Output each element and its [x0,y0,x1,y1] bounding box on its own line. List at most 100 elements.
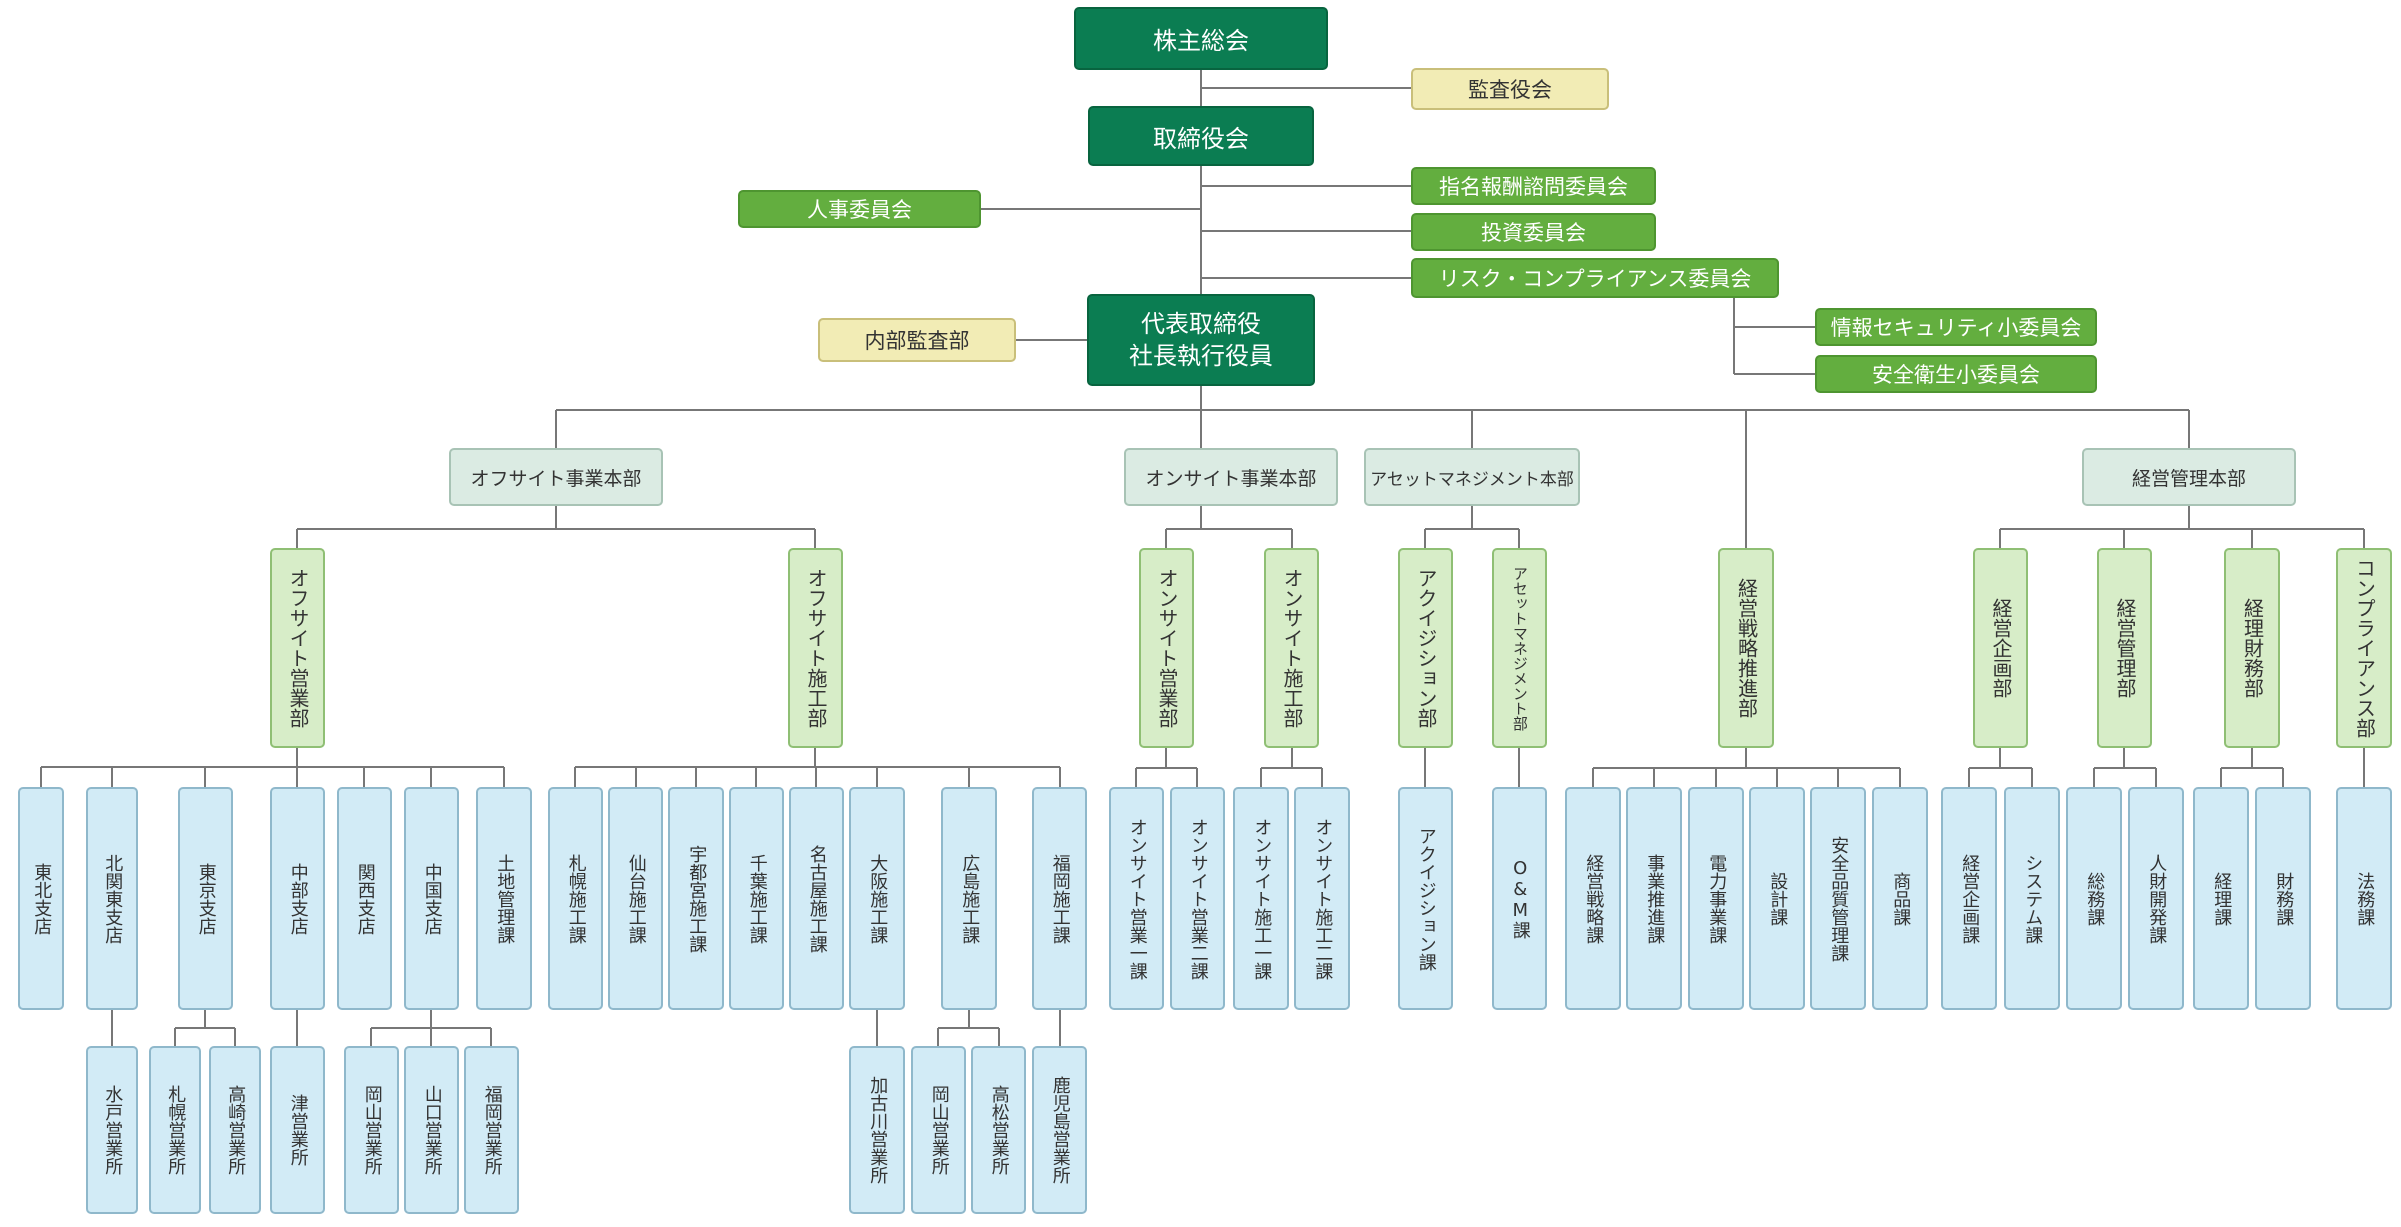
node-label: 水戸営業所 [102,1085,124,1175]
node-label: オフサイト事業本部 [470,467,642,490]
unit-finance-section: 財務課 [2255,787,2311,1010]
dept-offsite-sales: オフサイト営業部 [270,548,325,748]
node-label: 投資委員会 [1481,221,1586,245]
node-label: アクイジション課 [1415,826,1437,971]
node-label: 財務課 [2273,871,2295,926]
node-label: 高崎営業所 [225,1085,247,1175]
node-investment-committee: 投資委員会 [1411,213,1656,251]
node-label: 名古屋施工課 [806,844,828,953]
unit-fukuoka-office: 福岡営業所 [464,1046,519,1214]
node-safety-subcommittee: 安全衛生小委員会 [1815,355,2097,393]
node-label: 山口営業所 [421,1085,443,1175]
unit-hiroshima-construction: 広島施工課 [941,787,997,1010]
unit-okayama-office: 岡山営業所 [344,1046,399,1214]
unit-land-management: 土地管理課 [476,787,532,1010]
node-label: 中部支店 [287,862,309,935]
node-label: アクイジション部 [1414,568,1438,728]
node-label: 情報セキュリティ小委員会 [1830,316,2082,340]
unit-onsite-sales-1: オンサイト営業一課 [1109,787,1164,1010]
node-label: 人事委員会 [807,198,912,222]
unit-quality-section: 安全品質管理課 [1810,787,1866,1010]
dept-compliance: コンプライアンス部 [2336,548,2392,748]
unit-strategy-section: 経営戦略課 [1565,787,1621,1010]
node-label: 関西支店 [354,862,376,935]
unit-accounting-section: 経理課 [2193,787,2249,1010]
node-label: 高松営業所 [988,1085,1010,1175]
node-label: システム課 [2022,853,2044,944]
unit-design-section: 設計課 [1749,787,1805,1010]
node-label: 内部監査部 [864,329,970,353]
node-label: 仙台施工課 [625,853,647,944]
unit-sapporo-construction: 札幌施工課 [548,787,603,1010]
dept-onsite-construction: オンサイト施工部 [1264,548,1319,748]
node-label: オフサイト営業部 [286,568,310,728]
node-nomination-committee: 指名報酬諮問委員会 [1411,167,1656,205]
node-label: 中国支店 [421,862,443,935]
node-label: 法務課 [2354,871,2376,926]
node-label: 岡山営業所 [928,1085,950,1175]
unit-takasaki-office: 高崎営業所 [209,1046,261,1214]
node-label: 東北支店 [31,862,53,935]
node-label: オンサイト施工一課 [1251,817,1273,980]
node-label: 経営企画部 [1989,598,2013,698]
unit-acquisition-section: アクイジション課 [1398,787,1453,1010]
node-label: 指名報酬諮問委員会 [1439,175,1628,199]
dept-onsite-sales: オンサイト営業部 [1139,548,1194,748]
unit-chugoku-branch: 中国支店 [404,787,459,1010]
unit-tokyo-branch: 東京支店 [178,787,233,1010]
node-label: 事業推進課 [1644,853,1666,944]
node-label: 宇都宮施工課 [686,844,708,953]
node-label: 安全衛生小委員会 [1872,363,2040,387]
node-label: 電力事業課 [1706,853,1728,944]
node-risk-compliance-committee: リスク・コンプライアンス委員会 [1411,258,1779,298]
unit-mito-office: 水戸営業所 [86,1046,138,1214]
dept-offsite-construction: オフサイト施工部 [788,548,843,748]
node-label: オンサイト施工二課 [1312,817,1334,980]
node-label: アセットマネジメント部 [1510,565,1529,731]
unit-onsite-sales-2: オンサイト営業二課 [1170,787,1225,1010]
node-label: O&M課 [1509,858,1531,939]
node-label: オフサイト施工部 [804,568,828,728]
node-label: 株主総会 [1153,27,1249,55]
unit-okayama-office-2: 岡山営業所 [911,1046,966,1214]
node-label: オンサイト事業本部 [1145,467,1317,490]
node-label: オンサイト営業部 [1155,568,1179,728]
dept-asset-management: アセットマネジメント部 [1492,548,1547,748]
unit-onsite-construction-2: オンサイト施工二課 [1294,787,1350,1010]
node-label: 人財開発課 [2146,853,2168,944]
node-label: 経営管理部 [2113,598,2137,698]
node-label: 経営戦略課 [1583,853,1605,944]
node-label: 広島施工課 [959,853,981,944]
dept-finance: 経理財務部 [2224,548,2280,748]
node-label: 津営業所 [287,1094,309,1166]
unit-om-section: O&M課 [1492,787,1547,1010]
unit-kagoshima-office: 鹿児島営業所 [1032,1046,1087,1214]
unit-legal-section: 法務課 [2336,787,2392,1010]
unit-tohoku-branch: 東北支店 [18,787,64,1010]
node-label: 岡山営業所 [361,1085,383,1175]
division-offsite: オフサイト事業本部 [449,448,663,506]
node-label: 代表取締役 社長執行役員 [1129,309,1273,370]
node-label: 経理課 [2211,871,2233,926]
dept-strategy: 経営戦略推進部 [1718,548,1774,748]
node-label: 監査役会 [1468,78,1552,102]
unit-power-business-section: 電力事業課 [1688,787,1744,1010]
node-label: 札幌施工課 [565,853,587,944]
node-shareholders-meeting: 株主総会 [1074,7,1328,70]
node-label: オンサイト営業一課 [1126,817,1148,980]
unit-system-section: システム課 [2004,787,2060,1010]
node-label: 札幌営業所 [165,1085,187,1175]
node-label: 商品課 [1890,871,1912,926]
node-board-of-directors: 取締役会 [1088,106,1314,166]
division-asset-management: アセットマネジメント本部 [1364,448,1580,506]
node-label: 東京支店 [195,862,217,935]
unit-takamatsu-office: 高松営業所 [971,1046,1026,1214]
node-hr-committee: 人事委員会 [738,190,981,228]
unit-sendai-construction: 仙台施工課 [608,787,663,1010]
node-ceo: 代表取締役 社長執行役員 [1087,294,1315,386]
node-label: リスク・コンプライアンス委員会 [1438,267,1752,291]
node-label: 千葉施工課 [746,853,768,944]
unit-business-promotion-section: 事業推進課 [1626,787,1682,1010]
node-label: 安全品質管理課 [1828,835,1850,962]
